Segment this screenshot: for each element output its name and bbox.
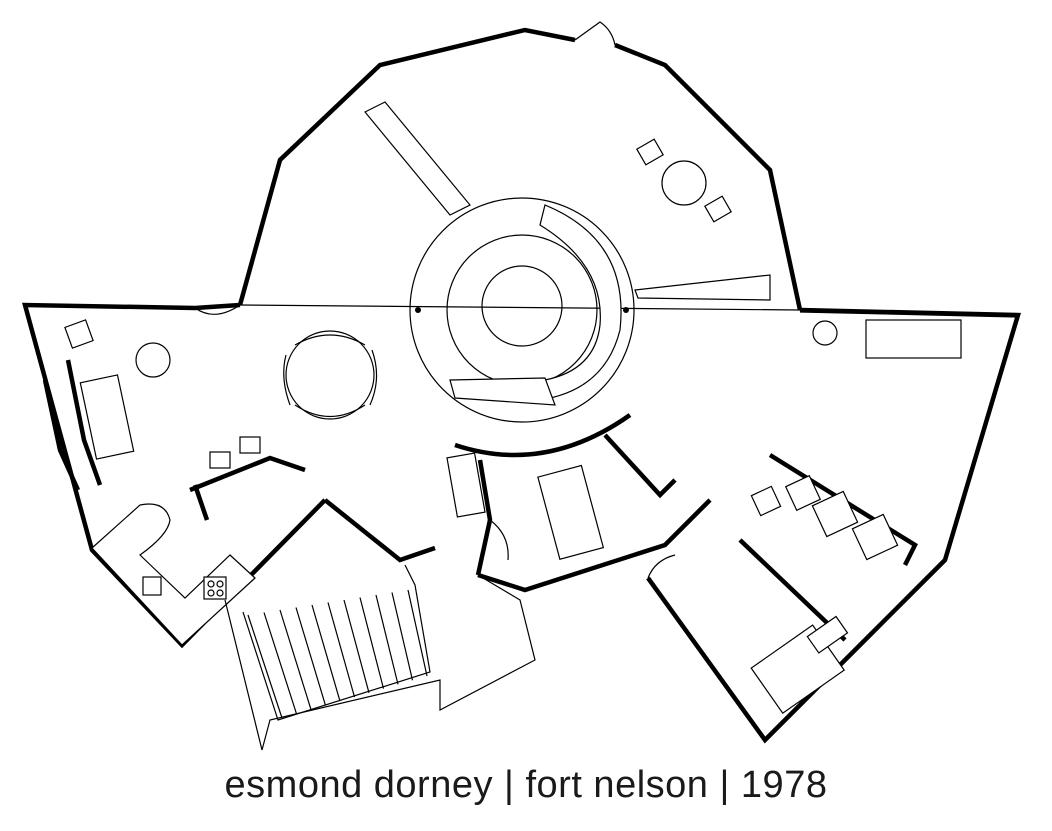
stair-tread	[407, 589, 428, 677]
stove	[203, 576, 227, 600]
west-bench	[42, 379, 81, 491]
sink	[142, 576, 162, 596]
south-bedroom	[446, 452, 605, 561]
center-arc-wall	[454, 413, 632, 458]
stool-b	[239, 436, 261, 454]
west-wing-furniture	[64, 304, 378, 646]
bathtub-east	[806, 615, 849, 654]
kitchen-counter	[91, 503, 256, 646]
caption-separator-2: |	[719, 764, 730, 806]
stair-treads	[247, 589, 428, 719]
stair-tread	[295, 607, 327, 706]
bedroom-wall-a	[475, 459, 493, 576]
conversation-pit	[409, 197, 635, 423]
dining-chair-e	[369, 349, 378, 406]
stair-tread	[263, 612, 298, 714]
west-bench-inner	[65, 359, 103, 486]
pit-post-east	[623, 307, 629, 313]
stair-tread	[359, 597, 385, 689]
south-wall-center	[477, 498, 712, 593]
chair-nw	[636, 138, 664, 166]
curved-banquette	[539, 204, 622, 401]
bathtub-ne	[865, 319, 962, 359]
burner-2	[216, 580, 224, 588]
pit-post-west	[415, 307, 421, 313]
chair-se	[704, 195, 732, 223]
dining-table	[285, 330, 375, 420]
wardrobe-south	[446, 452, 486, 518]
door-swing-east	[647, 554, 676, 579]
bed-south	[537, 464, 605, 560]
north-sofa	[364, 101, 471, 216]
pit-center-table	[481, 265, 563, 347]
stair-tread	[343, 599, 370, 693]
shelf-1	[784, 474, 822, 512]
stair-outline	[224, 574, 536, 751]
floor-plan	[22, 21, 1021, 751]
burner-1	[207, 580, 215, 588]
dining-chair-s	[294, 404, 366, 417]
plan-caption: esmond dorney | fort nelson | 1978	[0, 764, 1052, 807]
kitchen-wall	[189, 455, 306, 493]
north-wing-wall-east	[614, 42, 803, 311]
east-wing-divider	[799, 311, 1019, 318]
north-wing-wall	[237, 27, 576, 306]
pit-outer-ring	[409, 197, 635, 423]
stair-tread	[391, 592, 414, 681]
burner-3	[207, 589, 215, 597]
door-swing-west	[194, 304, 241, 315]
stair-tread	[247, 614, 283, 719]
stair-tread	[279, 609, 312, 710]
closet-1	[811, 490, 859, 538]
north-wing-divider	[239, 304, 801, 311]
exterior-walls	[22, 27, 1021, 744]
bedroom-wall-b	[603, 433, 677, 499]
west-sofa	[79, 374, 135, 460]
dining-chair-w	[283, 354, 291, 406]
dining-chair-n	[294, 334, 366, 346]
door-swing-north	[574, 21, 616, 46]
caption-architect: esmond dorney	[224, 764, 493, 806]
kitchen-wall-b	[192, 484, 210, 521]
closet-2	[851, 513, 899, 561]
pit-bench	[449, 377, 556, 406]
stair-tread	[311, 604, 341, 702]
dining-table-small	[661, 160, 707, 206]
shelf-2	[750, 485, 782, 517]
stool-a	[209, 451, 231, 469]
caption-separator-1: |	[504, 764, 515, 806]
bathroom-wall	[768, 453, 918, 567]
north-room-furniture	[364, 21, 771, 301]
stair	[224, 564, 536, 751]
burner-4	[216, 589, 224, 597]
pit-inner-ring	[446, 234, 598, 386]
stair-tread	[375, 594, 399, 685]
side-table	[135, 342, 171, 378]
caption-year: 1978	[740, 764, 828, 806]
armchair-west	[64, 319, 94, 349]
east-wing-wall	[646, 307, 1021, 744]
caption-location: fort nelson	[525, 764, 709, 806]
toilet-ne	[812, 320, 838, 346]
stair-inner	[242, 564, 431, 721]
south-wall	[323, 498, 436, 563]
stair-tread	[327, 602, 356, 698]
door-swing-bedroom	[489, 519, 509, 561]
east-wing-furniture	[647, 319, 962, 714]
east-bench	[634, 274, 771, 301]
